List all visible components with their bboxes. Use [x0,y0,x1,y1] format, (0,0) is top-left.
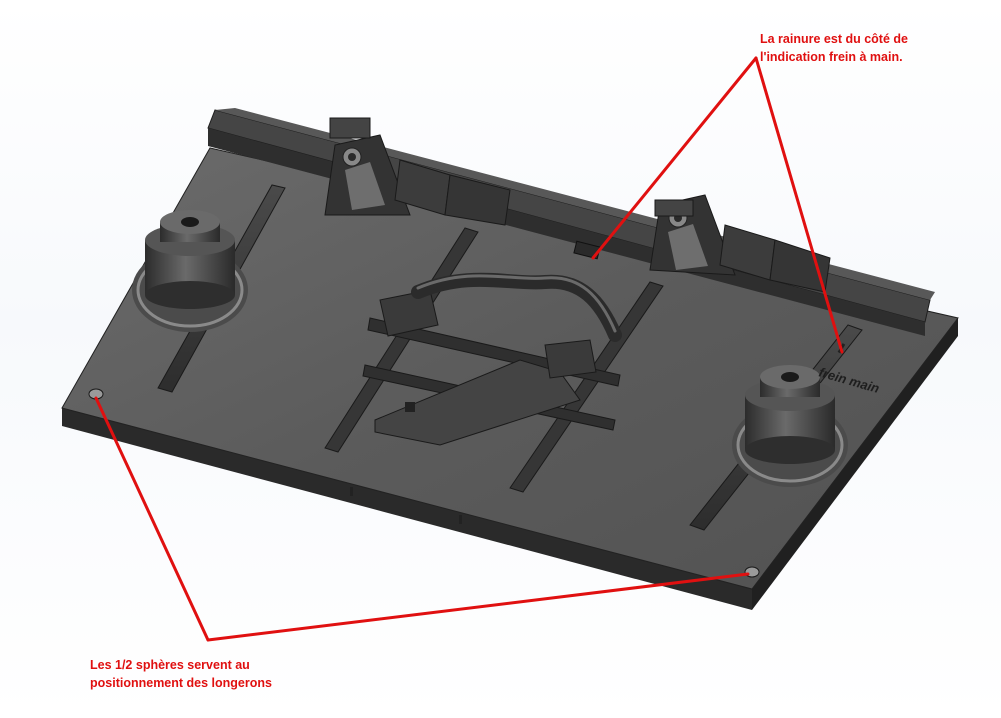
plate-slot [350,487,353,496]
right-cylinder [732,365,848,487]
annotation-groove-line2: l'indication frein à main. [760,50,903,64]
left-cylinder [132,210,248,332]
annotation-half-spheres-line2: positionnement des longerons [90,676,272,690]
leader-line-engraving [754,56,844,354]
center-frame [324,227,664,493]
annotation-half-spheres-line1: Les 1/2 sphères servent au [90,658,250,672]
leader-line-sphere-left [94,396,210,642]
left-bracket [324,117,511,226]
annotation-groove: La rainure est du côté de l'indication f… [760,30,990,66]
right-bracket [649,194,831,293]
annotation-lines [94,56,844,642]
plate-slot [459,515,462,524]
annotation-groove-line1: La rainure est du côté de [760,32,908,46]
handle-bar [411,272,622,342]
leader-line-groove [591,56,758,260]
leader-line-sphere-right [206,572,750,642]
annotation-half-spheres: Les 1/2 sphères servent au positionnemen… [90,656,370,692]
